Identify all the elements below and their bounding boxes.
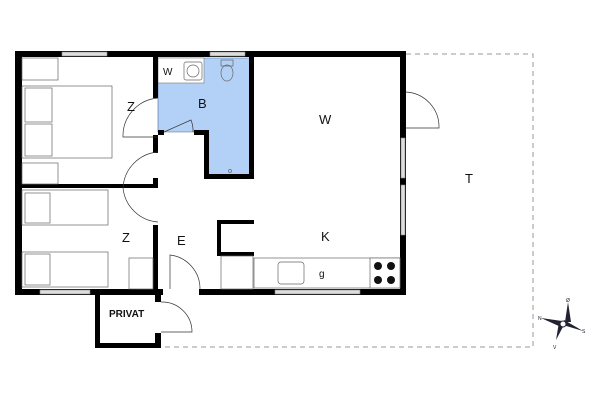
room-label-private: PRIVAT: [109, 309, 144, 320]
terrace-outline: [160, 53, 534, 348]
doors: [122, 91, 440, 333]
compass-north: N: [538, 316, 542, 322]
compass-icon: N Ø S V: [538, 298, 586, 351]
room-label-entrance: E: [177, 233, 186, 248]
compass-west: V: [553, 345, 557, 351]
terrace-door[interactable]: [406, 92, 440, 128]
room-label-washer: W: [163, 67, 173, 78]
room-label-living: W: [319, 112, 332, 127]
stove-burners: [374, 262, 395, 284]
stove: [369, 257, 401, 289]
room-label-kitchen: K: [321, 229, 330, 244]
room-label-terrace: T: [465, 171, 473, 186]
compass-east: Ø: [566, 298, 570, 304]
room-label-bedroom-1: Z: [127, 99, 135, 114]
entrance-door[interactable]: [163, 255, 199, 289]
room-label-bathroom: B: [198, 96, 207, 111]
gas-label: g: [319, 269, 325, 280]
compass-south: S: [582, 329, 586, 335]
room-label-bedroom-2: Z: [122, 230, 130, 245]
windows: [39, 51, 406, 295]
